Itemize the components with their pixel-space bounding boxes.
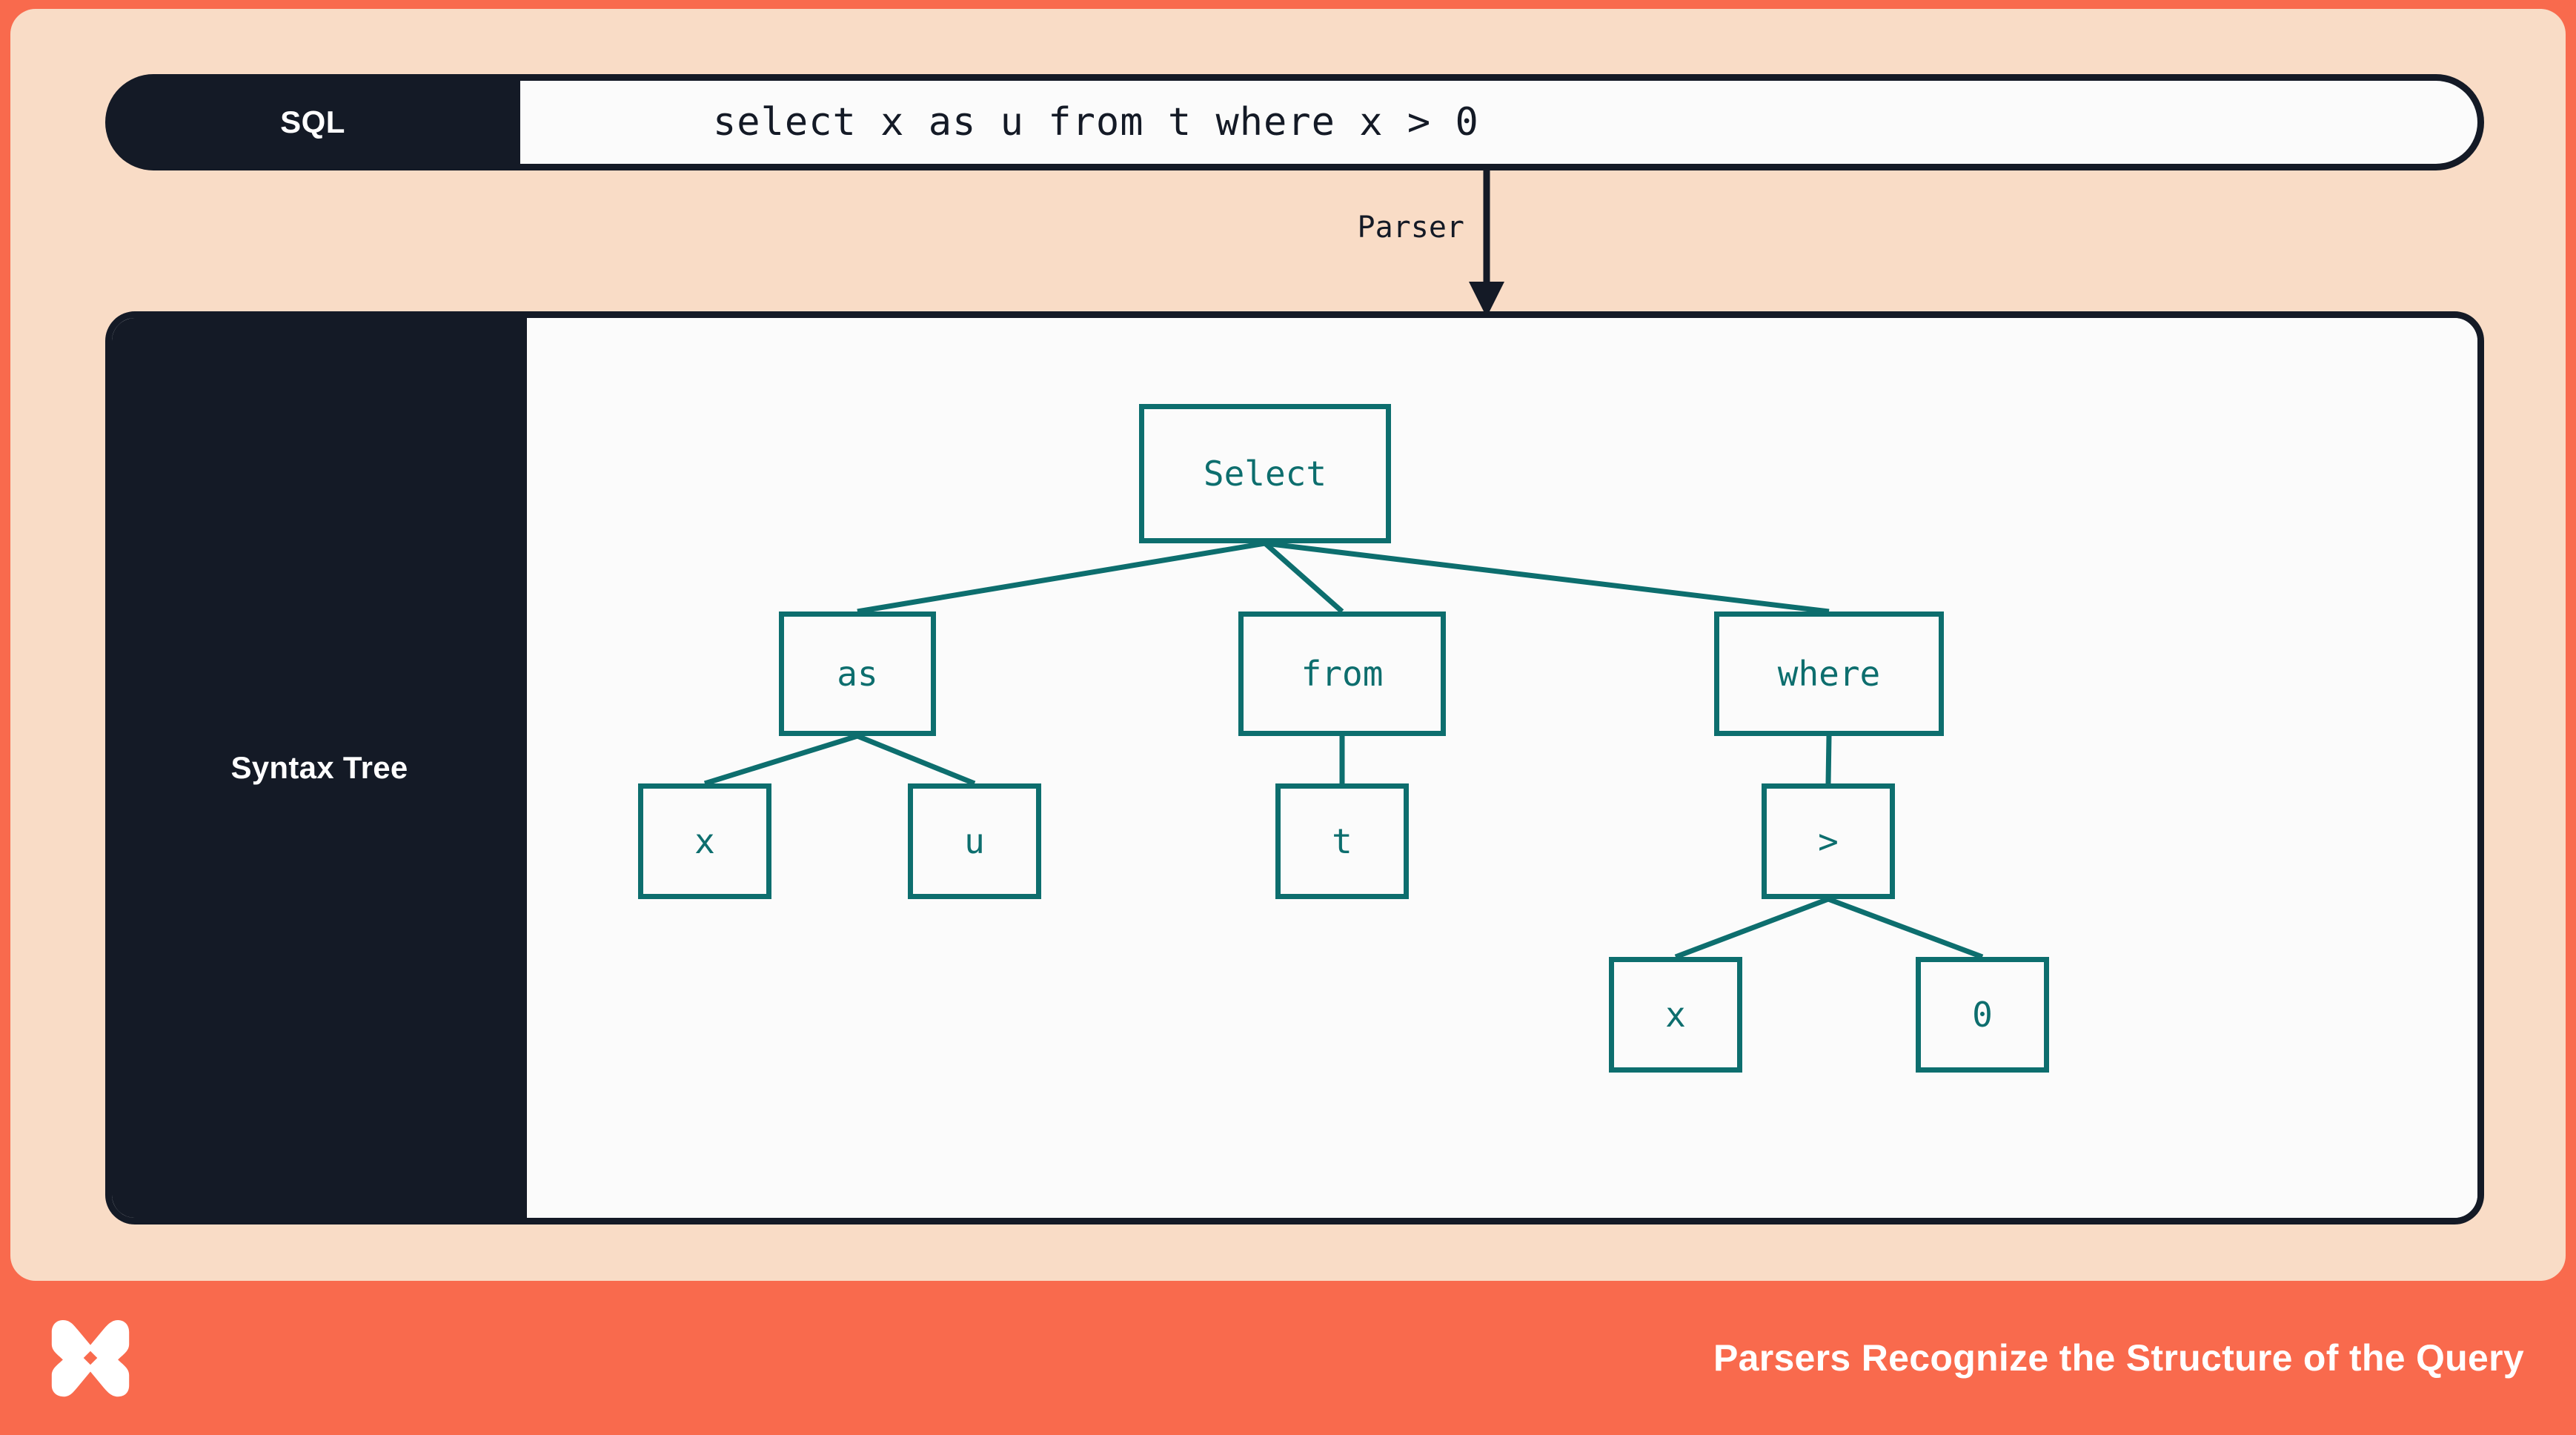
tree-node-gt-0: 0 [1916,957,2049,1073]
x-mark-logo [51,1319,130,1397]
tree-edge [857,540,1266,614]
tree-node-label: where [1777,654,1881,694]
arrow-down-icon [1469,170,1504,317]
footer-tagline: Parsers Recognize the Structure of the Q… [1713,1337,2524,1379]
tree-edge [1825,735,1832,784]
tree-node-label: t [1332,821,1352,861]
tree-edge [856,733,976,786]
tree-node-label: 0 [1972,995,1993,1035]
tree-node-label: u [964,821,985,861]
tree-node-label: x [694,821,715,861]
tree-node-gt: > [1762,783,1895,899]
syntax-tree-sidebar: Syntax Tree [112,318,527,1218]
tree-edge [1827,896,1984,960]
syntax-tree-panel: Syntax Tree Select as from where x u t > x 0 [105,311,2484,1224]
tree-node-as: as [779,612,936,736]
sql-query-text: select x as u from t where x > 0 [713,100,1479,145]
content-stage: SQL select x as u from t where x > 0 Par… [10,9,2566,1281]
tree-node-select: Select [1139,404,1391,543]
tree-node-label: x [1665,995,1686,1035]
tree-node-from-t: t [1275,783,1409,899]
parser-label: Parser [1357,211,1465,245]
footer-bar: Parsers Recognize the Structure of the Q… [0,1281,2576,1435]
tree-edge-lines [703,540,1984,960]
tree-edge [1264,540,1830,614]
sql-row-label: SQL [105,74,520,170]
tree-node-gt-x: x [1609,957,1742,1073]
tree-node-as-u: u [908,783,1041,899]
tree-node-label: from [1301,654,1384,694]
sql-input-row: SQL select x as u from t where x > 0 [105,74,2484,170]
syntax-tree-canvas: Select as from where x u t > x 0 [527,318,2477,1218]
tree-node-from: from [1238,612,1446,736]
tree-node-as-x: x [638,783,771,899]
tree-node-label: > [1818,821,1839,861]
tree-edge [703,733,859,786]
tree-edge [1263,541,1344,614]
sql-query-field[interactable]: select x as u from t where x > 0 [520,74,2484,170]
sql-label-text: SQL [280,105,345,139]
tree-node-label: Select [1203,454,1327,494]
syntax-tree-sidebar-label: Syntax Tree [230,750,408,785]
tree-edge [1674,896,1830,960]
tree-node-label: as [837,654,878,694]
parser-transform: Parser [1270,170,1685,319]
tree-node-where: where [1714,612,1944,736]
